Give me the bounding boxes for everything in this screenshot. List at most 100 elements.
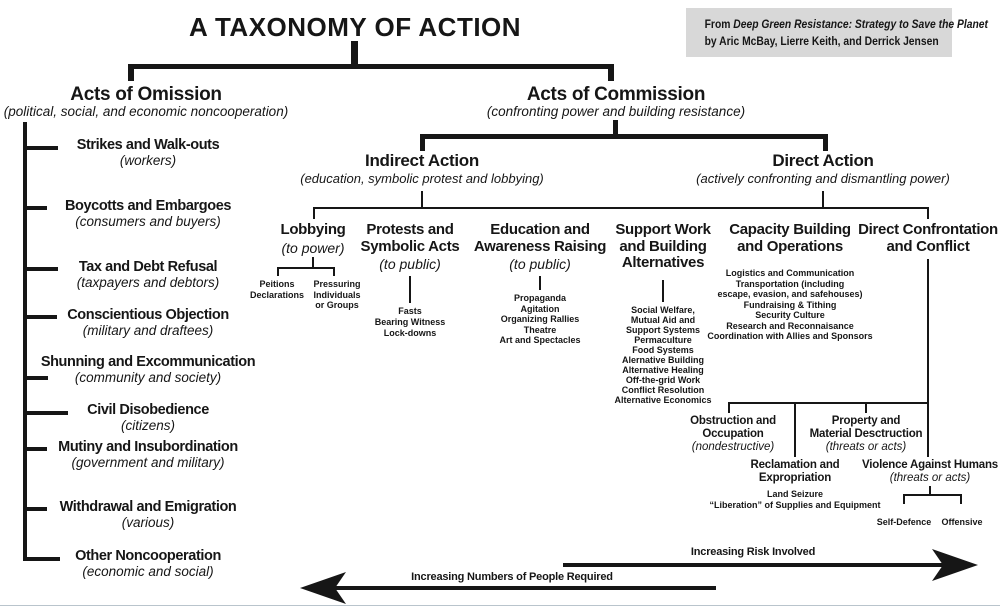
bottom-rule xyxy=(0,605,1000,606)
omission-tick-3 xyxy=(23,267,58,271)
attribution-book-title: Deep Green Resistance: Strategy to Save … xyxy=(733,16,988,31)
omission-tick-2 xyxy=(23,206,47,210)
omission-tick-8 xyxy=(23,507,47,511)
lobbying-bracket-right-drop xyxy=(333,267,335,276)
omission-item-label: Withdrawal and Emigration xyxy=(59,499,237,515)
education-subtitle: (to public) xyxy=(509,256,571,272)
root-bracket-bar xyxy=(128,64,614,69)
violence-bracket-right-drop xyxy=(960,494,962,504)
omission-item-label: Conscientious Objection xyxy=(67,307,229,323)
commission-bracket-left-corner xyxy=(420,134,425,151)
confrontation-bracket-bar xyxy=(728,402,929,404)
commission-heading: Acts of Commission xyxy=(526,84,706,105)
commission-bracket-right-corner xyxy=(823,134,828,151)
omission-item-label: Strikes and Walk-outs xyxy=(76,137,220,153)
omission-item-label: Other Noncooperation xyxy=(75,548,221,564)
lobbying-bracket-bar xyxy=(277,267,335,269)
risk-arrowhead-icon xyxy=(932,549,978,581)
violence-bracket-left-drop xyxy=(903,494,905,504)
direct-subtitle: (actively confronting and dismantling po… xyxy=(696,171,950,186)
omission-item-label: Civil Disobedience xyxy=(87,402,209,418)
indirect-stub-line xyxy=(421,191,423,207)
support-stub-line xyxy=(662,280,664,302)
omission-item-label: Mutiny and Insubordination xyxy=(58,439,238,455)
offensive-leaf: Offensive xyxy=(941,517,983,527)
omission-item-sub: (workers) xyxy=(119,153,177,168)
people-axis-line xyxy=(330,586,716,590)
columns-bracket-left-drop xyxy=(313,207,315,219)
omission-tick-1 xyxy=(23,146,58,150)
risk-axis-line xyxy=(563,563,945,567)
omission-tick-4 xyxy=(23,315,57,319)
commission-subtitle: (confronting power and building resistan… xyxy=(486,104,746,119)
omission-item-sub: (taxpayers and debtors) xyxy=(76,275,220,290)
omission-item-label: Tax and Debt Refusal xyxy=(78,259,218,275)
omission-heading: Acts of Omission xyxy=(70,84,222,105)
risk-axis-label: Increasing Risk Involved xyxy=(690,546,816,558)
people-axis-label: Increasing Numbers of People Required xyxy=(411,571,613,583)
columns-bracket-bar xyxy=(313,207,929,209)
root-bracket-right-corner xyxy=(608,64,614,81)
omission-item-sub: (government and military) xyxy=(71,455,225,470)
omission-subtitle: (political, social, and economic noncoop… xyxy=(3,104,289,119)
reclamation-leaves: Land Seizure“Liberation” of Supplies and… xyxy=(709,489,881,510)
obstruction-drop-line xyxy=(728,402,730,413)
violence-stub-line xyxy=(929,486,931,495)
obstruction-subtitle: (nondestructive) xyxy=(691,441,775,453)
title-stub-line xyxy=(351,41,358,65)
omission-item-sub: (economic and social) xyxy=(82,564,214,579)
omission-item-sub: (various) xyxy=(121,515,175,530)
self-defence-leaf: Self-Defence xyxy=(876,517,932,527)
omission-item-sub: (citizens) xyxy=(120,418,176,433)
omission-tick-9 xyxy=(23,557,60,561)
lobbying-stub-line xyxy=(312,257,314,268)
commission-stub-line xyxy=(613,120,618,135)
lobbying-subtitle: (to power) xyxy=(281,240,345,256)
education-stub-line xyxy=(539,276,541,290)
violence-heading: Violence Against Humans xyxy=(862,459,998,471)
property-drop-line xyxy=(865,402,867,413)
omission-tick-5 xyxy=(23,376,48,380)
people-arrowhead-icon xyxy=(300,572,346,604)
attribution-prefix: From xyxy=(704,16,734,31)
attribution-line2: by Aric McBay, Lierre Keith, and Derrick… xyxy=(704,33,939,48)
omission-item-sub: (community and society) xyxy=(74,370,222,385)
omission-tick-7 xyxy=(23,447,47,451)
omission-item-sub: (military and draftees) xyxy=(82,323,214,338)
lobbying-bracket-left-drop xyxy=(277,267,279,276)
indirect-heading: Indirect Action xyxy=(365,151,479,170)
indirect-subtitle: (education, symbolic protest and lobbyin… xyxy=(300,171,544,186)
protests-stub-line xyxy=(409,276,411,303)
direct-heading: Direct Action xyxy=(772,151,874,170)
attribution-box: From Deep Green Resistance: Strategy to … xyxy=(686,8,988,57)
omission-tick-6 xyxy=(23,411,68,415)
page-title: A TAXONOMY OF ACTION xyxy=(188,12,522,42)
columns-bracket-right-drop xyxy=(927,207,929,219)
omission-spine-line xyxy=(23,122,27,561)
root-bracket-left-corner xyxy=(128,64,134,81)
omission-item-label: Shunning and Excommunication xyxy=(40,354,256,370)
violence-subtitle: (threats or acts) xyxy=(889,472,971,484)
property-subtitle: (threats or acts) xyxy=(825,441,907,453)
omission-item-label: Boycotts and Embargoes xyxy=(64,198,232,214)
reclamation-drop-line xyxy=(794,402,796,457)
confrontation-stub-line xyxy=(927,259,929,402)
commission-bracket-bar xyxy=(420,134,828,139)
violence-drop-line xyxy=(927,402,929,457)
attribution-line1: From Deep Green Resistance: Strategy to … xyxy=(704,16,988,33)
direct-stub-line xyxy=(822,191,824,207)
